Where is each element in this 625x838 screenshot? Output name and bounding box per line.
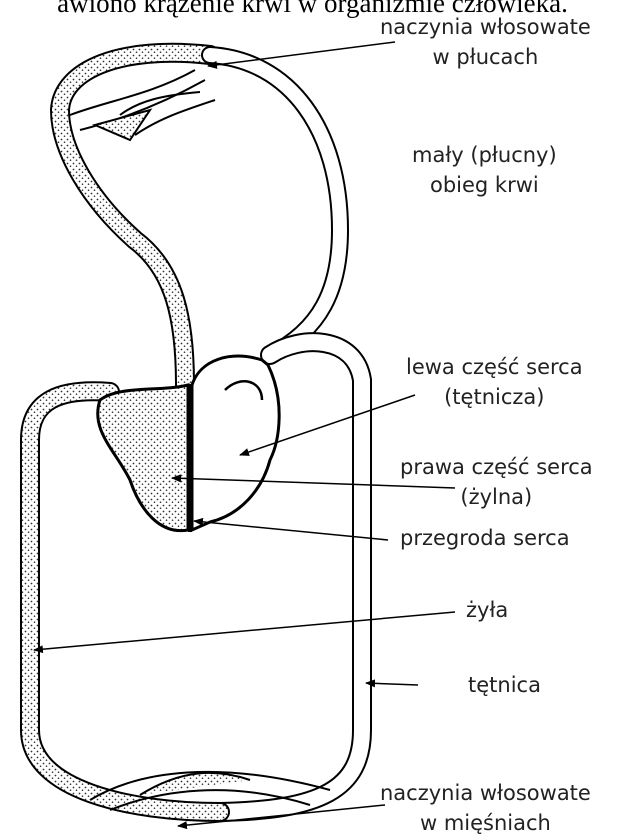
lung-capillaries <box>70 70 215 140</box>
label-capillaries-lungs: naczynia włosowate w płucach <box>380 12 591 72</box>
pulmonary-artery-vessel <box>60 53 210 385</box>
label-vein: żyła <box>466 595 508 625</box>
label-capillaries-muscles: naczynia włosowate w mięśniach <box>380 778 591 838</box>
pointer-artery <box>366 683 418 685</box>
heart-right-part <box>98 385 188 531</box>
label-right-heart: prawa część serca (żylna) <box>400 452 593 512</box>
label-artery: tętnica <box>468 670 541 700</box>
pulmonary-vein-vessel <box>210 55 340 355</box>
label-septum: przegroda serca <box>400 523 570 553</box>
label-left-heart: lewa część serca (tętnicza) <box>406 352 583 412</box>
pointer-vein <box>34 612 455 650</box>
label-pulmonary-circulation: mały (płucny) obieg krwi <box>412 140 557 200</box>
